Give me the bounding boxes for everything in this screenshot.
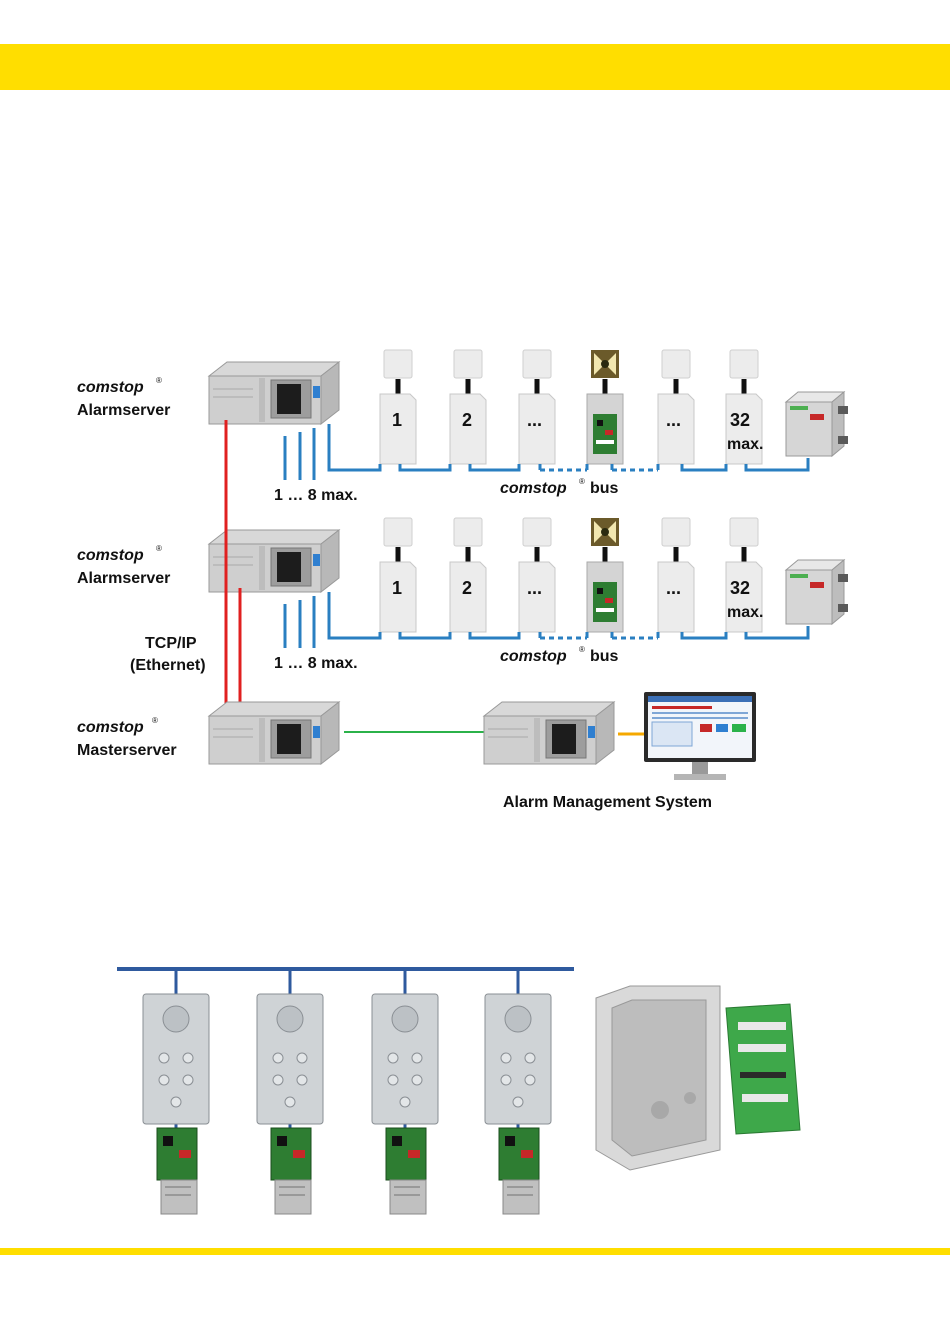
- module-3: [386, 1128, 426, 1214]
- bus-brand-1: comstop: [500, 480, 567, 497]
- intercom-4: [485, 994, 551, 1124]
- server2-role: Alarmserver: [77, 570, 170, 587]
- server2-reg: ®: [156, 544, 162, 553]
- network-label-tcpip: TCP/IP: [145, 635, 197, 652]
- station-2-label: 2: [462, 410, 472, 430]
- station-dots-label: ...: [527, 410, 542, 430]
- intercom-bus-illustration: [117, 969, 574, 1214]
- bus-reg-1: ®: [579, 477, 585, 486]
- station-dots-label-row2: ...: [527, 578, 542, 598]
- server1-role: Alarmserver: [77, 402, 170, 419]
- server3-role: Masterserver: [77, 742, 177, 759]
- server2-brand: comstop: [77, 547, 144, 564]
- lines-label-2: 1 … 8 max.: [274, 655, 358, 672]
- server3-brand: comstop: [77, 719, 144, 736]
- network-label-ethernet: (Ethernet): [130, 657, 206, 674]
- intercom-3: [372, 994, 438, 1124]
- bus-word-2: bus: [590, 648, 619, 665]
- master-row: [209, 692, 756, 780]
- module-4: [499, 1128, 539, 1214]
- bus-brand-2: comstop: [500, 648, 567, 665]
- station-1-label-row2: 1: [392, 578, 402, 598]
- intercom-1: [143, 994, 209, 1124]
- module-1: [157, 1128, 197, 1214]
- lines-label-1: 1 … 8 max.: [274, 487, 358, 504]
- server1-brand: comstop: [77, 379, 144, 396]
- station-dots2-label-row2: ...: [666, 578, 681, 598]
- station-dots2-label: ...: [666, 410, 681, 430]
- station-32-label: 32: [730, 410, 750, 430]
- server3-reg: ®: [152, 716, 158, 725]
- station-2-label-row2: 2: [462, 578, 472, 598]
- ams-label: Alarm Management System: [503, 794, 712, 811]
- server1-reg: ®: [156, 376, 162, 385]
- intercom-2: [257, 994, 323, 1124]
- bus-reg-2: ®: [579, 645, 585, 654]
- monitor-icon: [644, 692, 756, 780]
- bus-word-1: bus: [590, 480, 619, 497]
- station-1-label: 1: [392, 410, 402, 430]
- module-2: [271, 1128, 311, 1214]
- housing-illustration: [596, 986, 800, 1170]
- station-max-label: max.: [727, 436, 763, 453]
- station-max-label-row2: max.: [727, 604, 763, 621]
- station-32-label-row2: 32: [730, 578, 750, 598]
